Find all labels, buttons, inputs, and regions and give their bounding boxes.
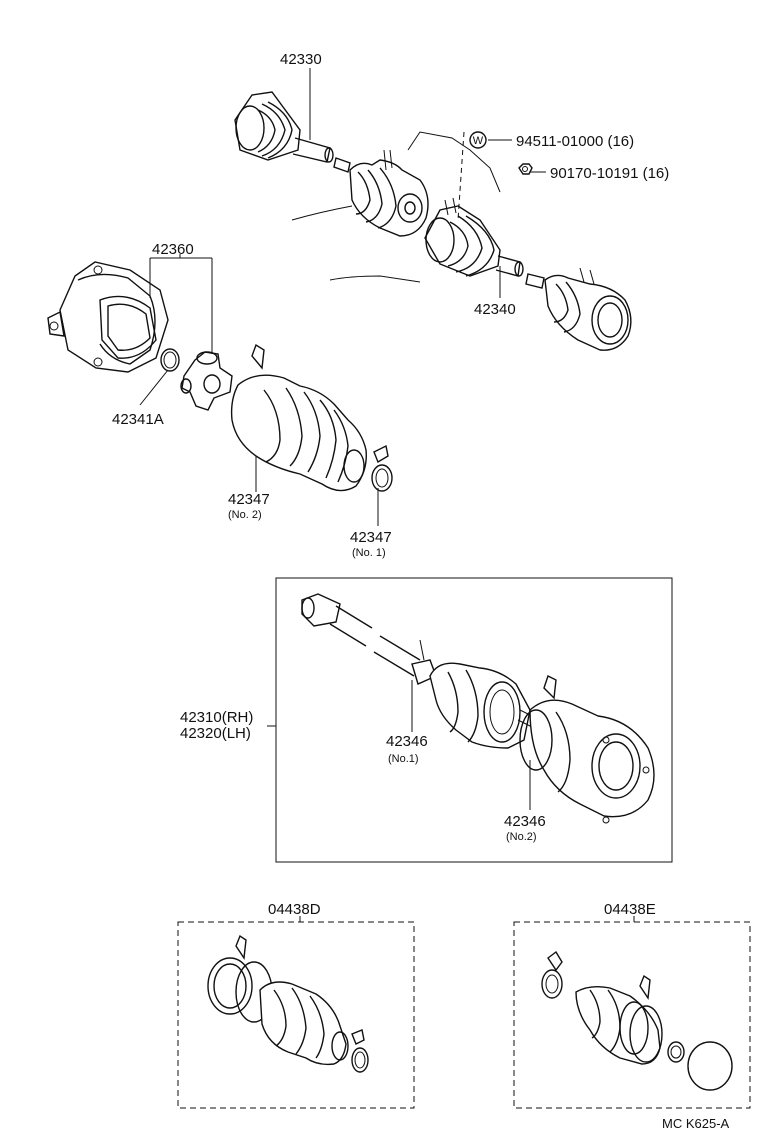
nut-icon: [518, 163, 533, 175]
label-42347-no2-sub: (No. 2): [228, 509, 262, 521]
label-04438E: 04438E: [604, 901, 656, 918]
label-42360: 42360: [152, 241, 194, 258]
label-42347-no1-sub: (No. 1): [352, 547, 386, 559]
label-42346-no2: 42346: [504, 813, 546, 830]
washer-symbol: W: [473, 135, 484, 147]
axle-assembly-42330: [234, 91, 501, 283]
label-42346-no1-sub: (No.1): [388, 753, 419, 765]
drive-shaft-42310: [301, 593, 655, 824]
boot-kit-04438D: [207, 934, 369, 1073]
snap-ring-42341A: [160, 348, 180, 372]
tripod-spider: [180, 351, 233, 411]
label-42320: 42320(LH): [180, 725, 251, 742]
label-90170: 90170-10191 (16): [550, 165, 669, 182]
label-42346-no1: 42346: [386, 733, 428, 750]
kit-04438D-box: [177, 921, 415, 1109]
label-42346-no2-sub: (No.2): [506, 831, 537, 843]
label-42310: 42310(RH): [180, 709, 253, 726]
label-42347-no2: 42347: [228, 491, 270, 508]
label-42340: 42340: [474, 301, 516, 318]
label-04438D: 04438D: [268, 901, 321, 918]
label-42330: 42330: [280, 51, 322, 68]
label-94511: 94511-01000 (16): [516, 133, 634, 150]
label-42341A: 42341A: [112, 411, 164, 428]
washer-icon: [469, 131, 487, 149]
axle-assembly-42340: [424, 197, 632, 351]
drive-shaft-box: [275, 577, 673, 863]
outer-housing-42360: [47, 261, 169, 373]
leader-dashed-fasteners: [457, 131, 465, 221]
boot-kit-04438E: [541, 950, 733, 1091]
boot-42347: [230, 343, 393, 492]
footer-code: MC K625-A: [662, 1116, 730, 1131]
label-42347-no1: 42347: [350, 529, 392, 546]
kit-04438E-box: [513, 921, 751, 1109]
